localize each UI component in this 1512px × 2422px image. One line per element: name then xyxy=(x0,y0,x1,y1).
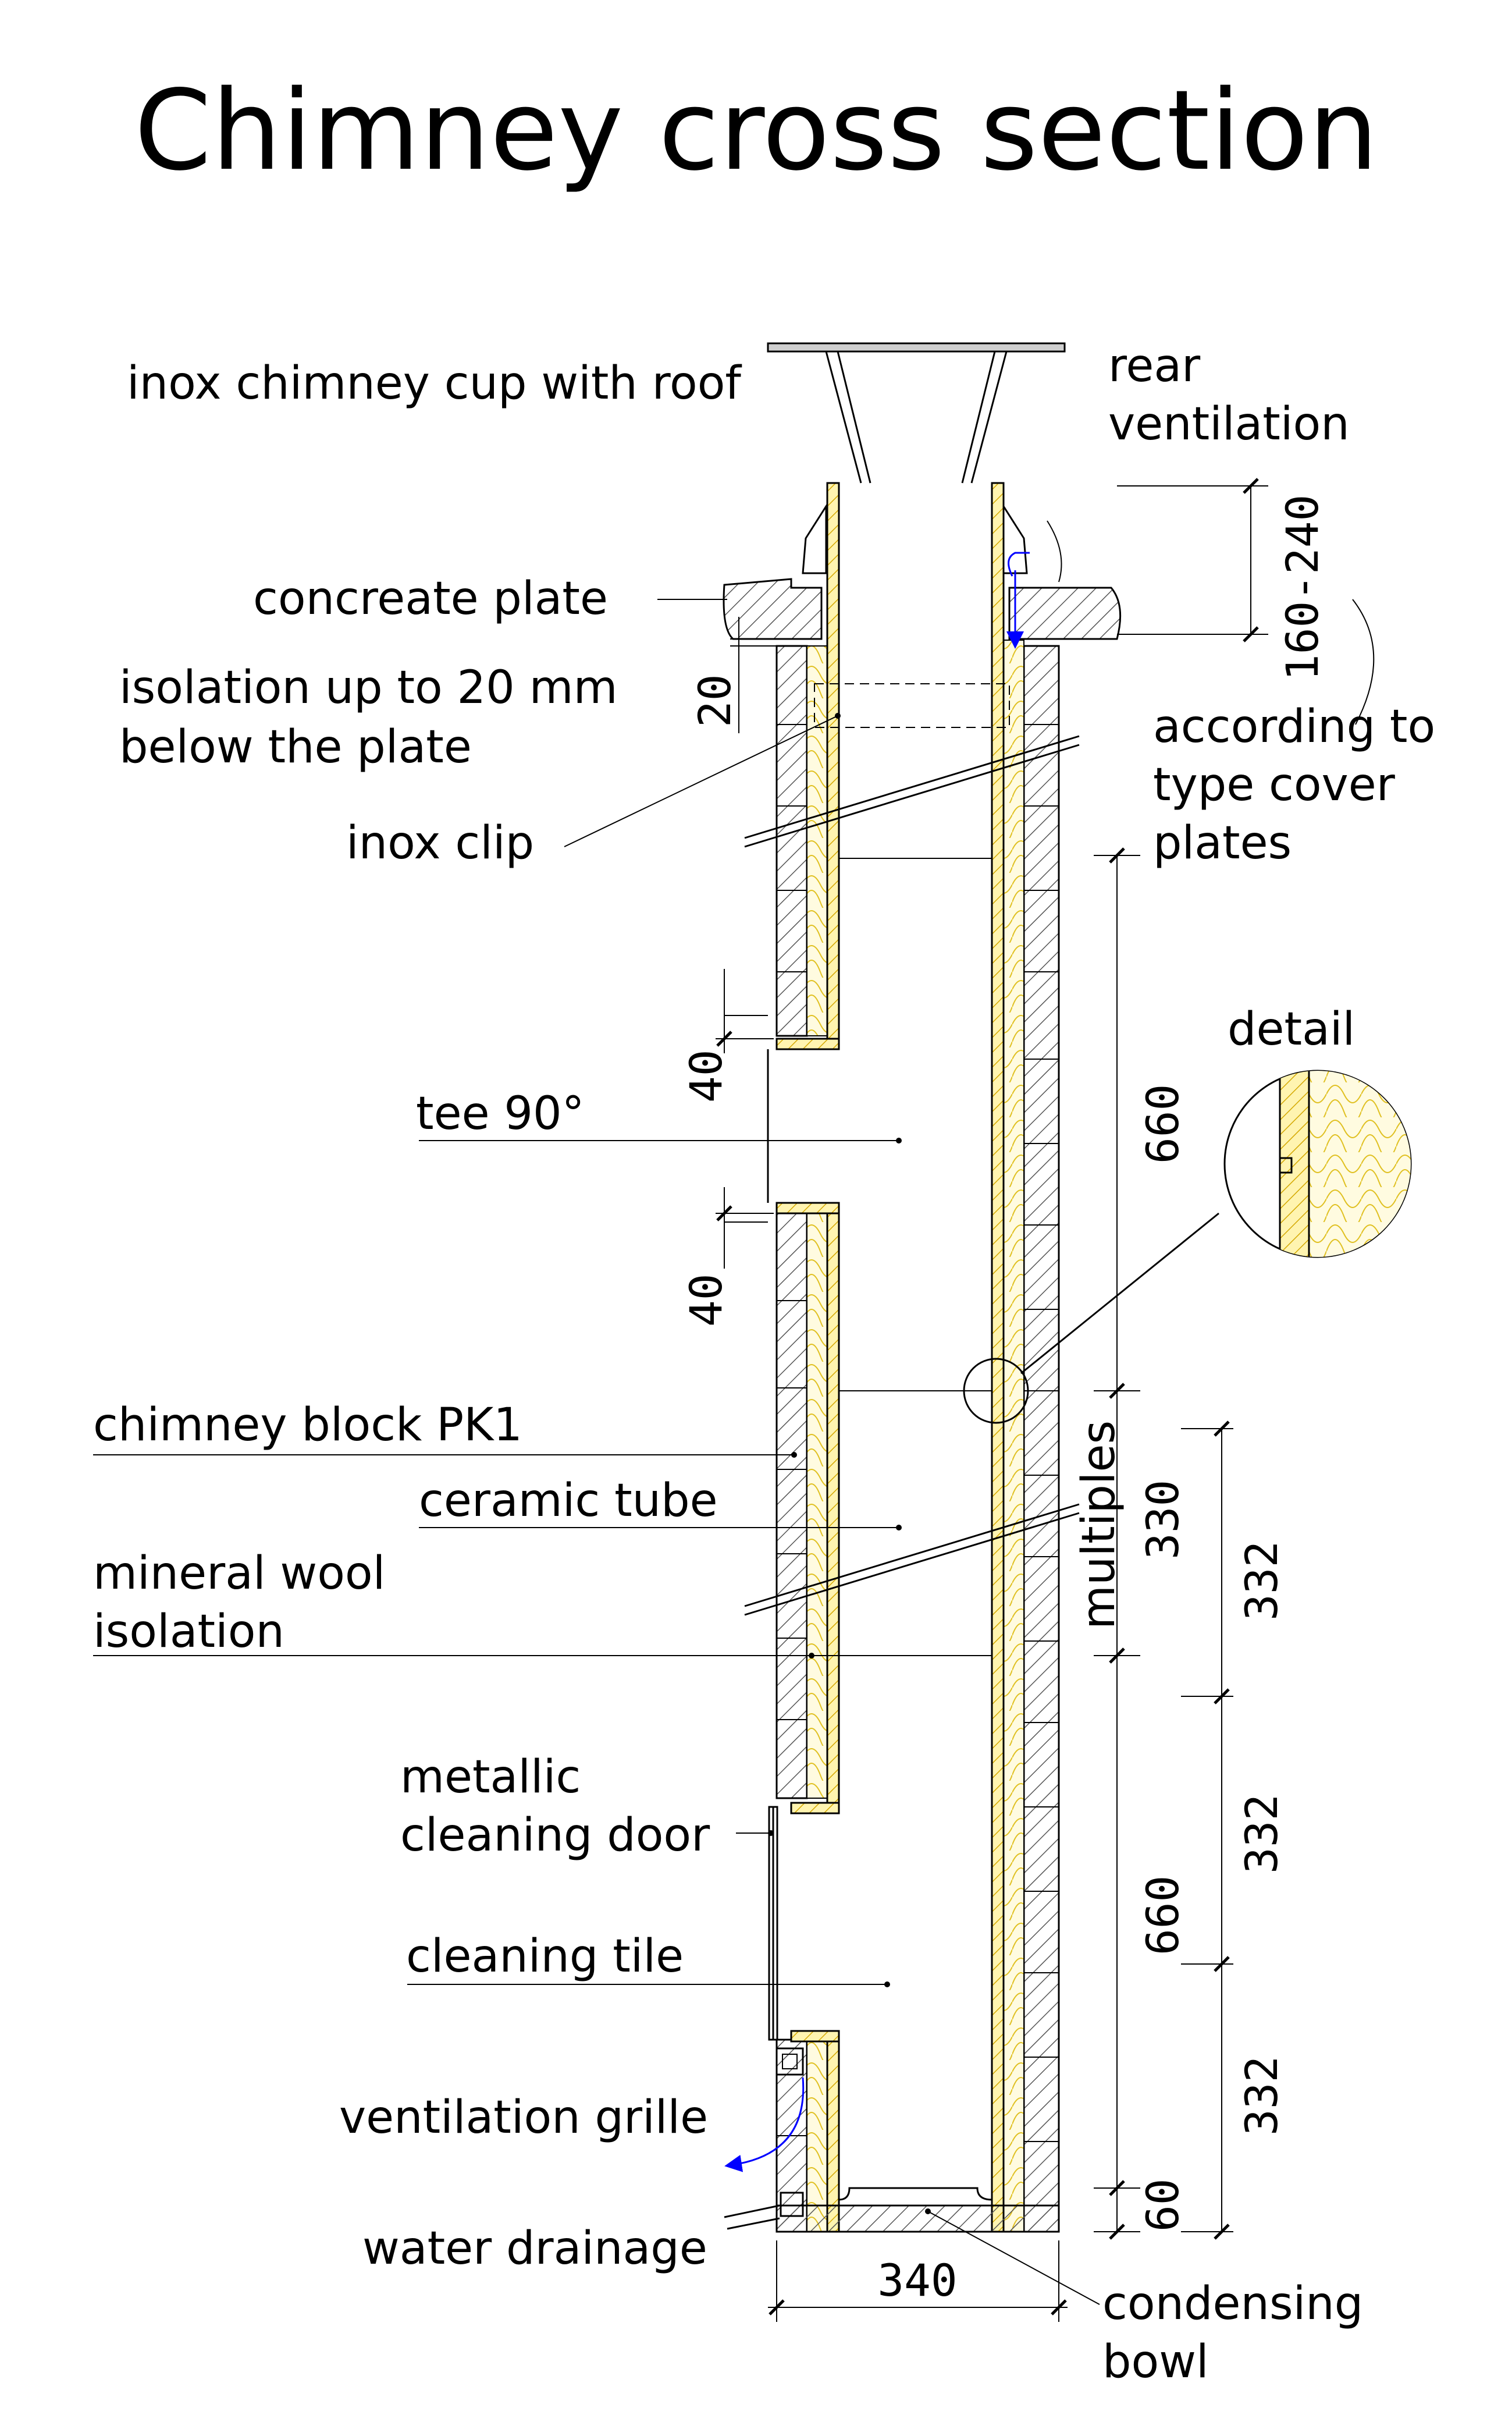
label-condensing-1: condensing xyxy=(1102,2278,1363,2330)
label-multiples: multiples xyxy=(1073,1420,1125,1629)
dim-right-332-c: 332 xyxy=(1236,2056,1287,2136)
dim-seg-660-a: 660 xyxy=(1137,1084,1189,1164)
rear-vent-arrow xyxy=(1008,552,1030,577)
condensing-bowl xyxy=(724,2187,1060,2233)
clip-band-top xyxy=(744,735,1080,839)
label-tee: tee 90° xyxy=(416,1088,585,1140)
dim-seg-660-b: 660 xyxy=(1137,1876,1189,1955)
label-according-2: type cover xyxy=(1153,759,1396,811)
label-ventilation-grille: ventilation grille xyxy=(339,2091,708,2144)
label-chimney-block: chimney block PK1 xyxy=(93,1399,522,1451)
label-cleaning-tile: cleaning tile xyxy=(406,1930,684,1983)
dim-top-range: 160-240 xyxy=(1276,495,1328,681)
label-ceramic-tube: ceramic tube xyxy=(419,1475,718,1527)
label-isolation-1: isolation up to 20 mm xyxy=(119,662,618,714)
ventilation-grille xyxy=(775,2047,804,2076)
label-according-3: plates xyxy=(1153,817,1292,869)
label-condensing-2: bowl xyxy=(1102,2336,1209,2388)
label-mineral-wool-1: mineral wool xyxy=(93,1547,385,1600)
dim-seg-330: 330 xyxy=(1137,1480,1189,1560)
label-cleaning-door-2: cleaning door xyxy=(400,1809,710,1862)
dimension-lines xyxy=(716,478,1268,2322)
label-mineral-wool-2: isolation xyxy=(93,1606,284,1658)
cleaning-door xyxy=(768,1806,778,2041)
label-detail: detail xyxy=(1228,1003,1355,1056)
dim-tee-bottom: 40 xyxy=(680,1273,732,1327)
page-title: Chimney cross section xyxy=(134,66,1378,195)
label-inox-clip: inox clip xyxy=(346,817,534,869)
label-rear-ventilation-2: ventilation xyxy=(1108,398,1350,450)
mineral-wool xyxy=(806,640,1024,2232)
dim-right-332-b: 332 xyxy=(1236,1794,1287,1874)
leader-lines xyxy=(93,520,1375,2305)
label-cleaning-door-1: metallic xyxy=(400,1751,581,1803)
dim-right-332-a: 332 xyxy=(1236,1541,1287,1621)
label-according-1: according to xyxy=(1153,701,1435,753)
label-isolation-2: below the plate xyxy=(119,721,472,773)
label-concrete-plate: concreate plate xyxy=(253,573,608,625)
dim-under-plate: 20 xyxy=(689,674,741,727)
label-chimney-cup: inox chimney cup with roof xyxy=(127,357,742,410)
concrete-plate xyxy=(723,578,1122,640)
chimney-cup xyxy=(767,342,1066,574)
dim-seg-60: 60 xyxy=(1137,2178,1189,2232)
ceramic-tube xyxy=(767,482,1010,2233)
grille-airflow-arrow xyxy=(724,2077,805,2172)
dim-width: 340 xyxy=(877,2254,957,2306)
label-rear-ventilation-1: rear xyxy=(1108,340,1201,392)
dim-tee-top: 40 xyxy=(680,1049,732,1103)
clip-band-mid xyxy=(744,1503,1080,1607)
label-water-drainage: water drainage xyxy=(362,2222,707,2275)
